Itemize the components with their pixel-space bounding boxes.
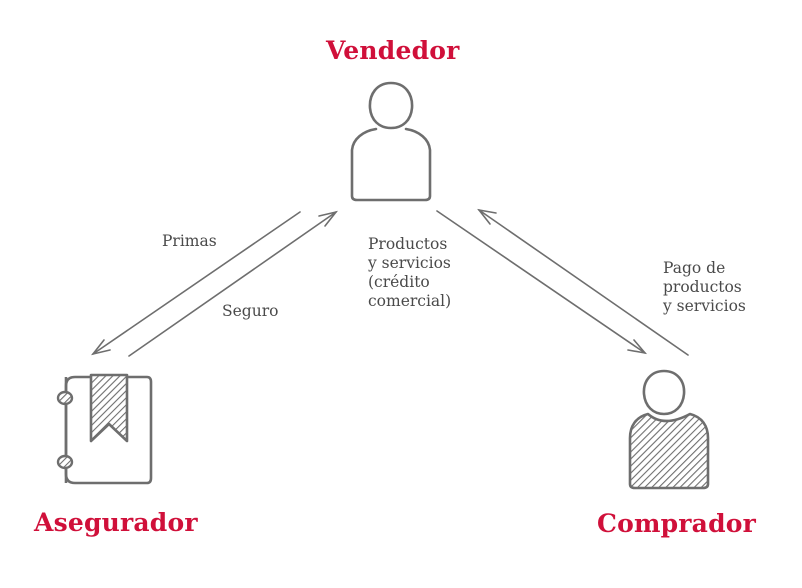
seguro-label: Seguro xyxy=(222,302,279,320)
asegurador-title: Asegurador xyxy=(34,508,198,537)
arrow-productos xyxy=(436,210,648,355)
vendedor-title: Vendedor xyxy=(326,36,460,65)
arrow-pago xyxy=(477,208,689,356)
productos-line: y servicios xyxy=(368,254,451,272)
comprador-title: Comprador xyxy=(597,509,757,538)
pago-line: y servicios xyxy=(663,297,746,315)
productos-line: (crédito xyxy=(368,273,430,291)
primas-label: Primas xyxy=(162,232,217,250)
vendedor-person-icon xyxy=(350,81,432,202)
comprador-person-icon xyxy=(628,369,710,490)
arrow-seguro xyxy=(128,210,339,357)
arrow-primas xyxy=(90,211,301,356)
pago-line: Pago de xyxy=(663,259,726,277)
pago-label: Pago de productos y servicios xyxy=(663,259,746,316)
binder-bookmark-icon xyxy=(56,373,153,485)
pago-line: productos xyxy=(663,278,742,296)
productos-label: Productos y servicios (crédito comercial… xyxy=(368,235,451,311)
productos-line: Productos xyxy=(368,235,448,253)
productos-line: comercial) xyxy=(368,292,452,310)
